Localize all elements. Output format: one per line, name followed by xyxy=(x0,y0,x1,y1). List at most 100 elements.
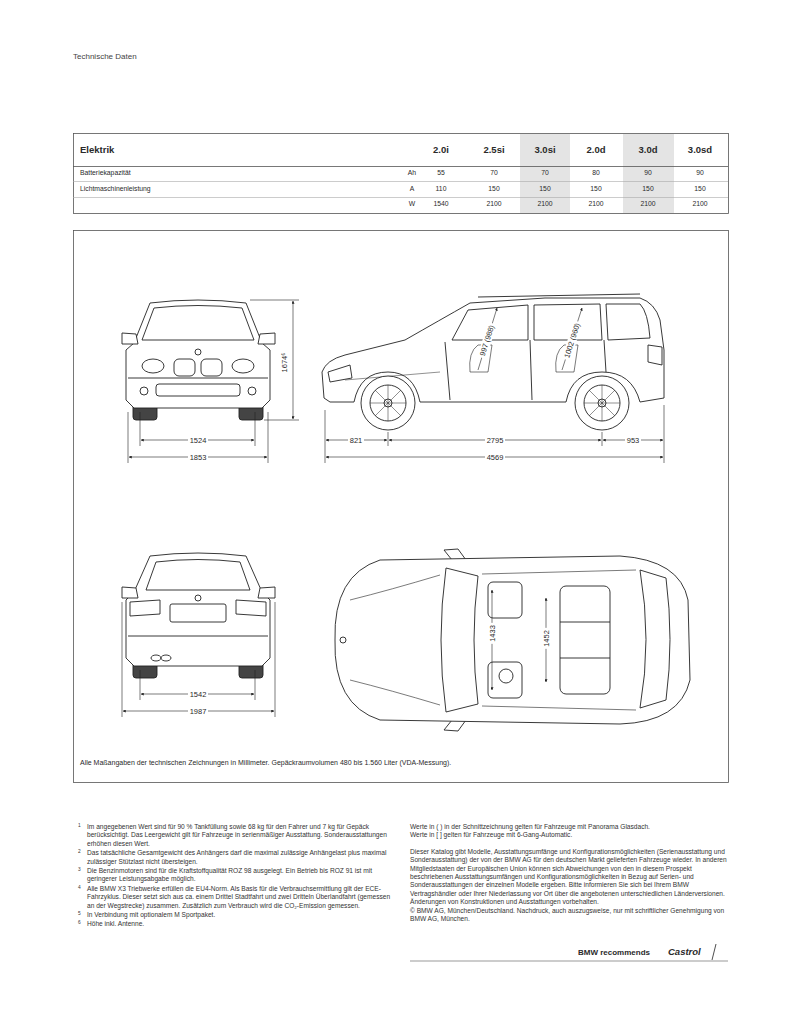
footnote-number: 2 xyxy=(78,849,87,866)
dimension-value: 1853 xyxy=(188,453,209,462)
side-dimensions-part xyxy=(325,410,326,463)
table-cell: 90 xyxy=(675,169,725,177)
unit-cell: A xyxy=(400,185,424,193)
data-table-part xyxy=(73,197,728,198)
rear-dimensions-part xyxy=(255,670,256,700)
side-dimensions-part xyxy=(664,405,665,463)
footnote-number: 3 xyxy=(78,867,87,884)
footnote: 3Die Benzinmotoren sind für die Kraftsto… xyxy=(78,867,398,884)
top-view xyxy=(335,549,690,731)
footnote-number: 5 xyxy=(78,911,87,919)
footnote: 2Das tatsächliche Gesamtgewicht des Anhä… xyxy=(78,849,398,866)
dimension-value: 1542 xyxy=(188,690,209,699)
front-view-part xyxy=(122,333,138,344)
side-view-part xyxy=(584,385,620,421)
table-cell: 1540 xyxy=(416,200,466,208)
front-view-part xyxy=(258,333,275,344)
table-cell: 150 xyxy=(571,185,621,193)
footnote: 6Höhe inkl. Antenne. xyxy=(78,920,398,928)
column-heading: 2.0d xyxy=(571,144,621,155)
legal-note: Werte in ( ) in der Schnittzeichnung gel… xyxy=(410,823,728,831)
dimension-value: 1452 xyxy=(542,628,551,649)
footnote-number: 1 xyxy=(78,823,87,848)
table-cell: 2100 xyxy=(571,200,621,208)
rear-view-part xyxy=(130,600,160,616)
rear-view-part xyxy=(126,553,270,666)
top-view-part xyxy=(350,575,440,705)
top-view-part xyxy=(640,570,670,708)
unit-cell: W xyxy=(400,200,424,208)
table-cell: 150 xyxy=(520,185,570,193)
side-view-part xyxy=(606,304,650,340)
front-view-part xyxy=(142,306,254,341)
data-table xyxy=(73,134,729,214)
castrol-mark xyxy=(712,944,716,960)
side-view-part xyxy=(648,345,662,365)
footnote-text: Alle BMW X3 Triebwerke erfüllen die EU4-… xyxy=(87,885,398,910)
rear-view-part xyxy=(151,655,161,661)
front-view-part xyxy=(174,359,195,376)
rear-dimensions xyxy=(122,602,275,717)
top-view-part xyxy=(488,582,522,618)
top-view-part xyxy=(482,570,636,710)
dimension-value: 1524 xyxy=(188,436,209,445)
top-view-part xyxy=(488,662,522,698)
side-dimensions-part xyxy=(602,432,603,446)
front-view-part xyxy=(140,387,148,395)
front-dimensions-part xyxy=(268,412,269,463)
front-view-part xyxy=(232,359,254,373)
front-view-part xyxy=(126,300,270,408)
table-cell: 70 xyxy=(520,169,570,177)
rear-view-part xyxy=(195,595,201,601)
data-table-part xyxy=(73,166,728,167)
footnote-text: Die Benzinmotoren sind für die Kraftstof… xyxy=(87,867,398,884)
footnote-text: In Verbindung mit optionalem M Sportpake… xyxy=(87,911,398,919)
table-cell: 2100 xyxy=(623,200,673,208)
rear-view-part xyxy=(146,560,250,591)
front-dimensions-part xyxy=(293,301,294,419)
column-heading: 3.0d xyxy=(623,144,673,155)
front-view-part xyxy=(128,378,268,379)
top-view-part xyxy=(340,637,346,643)
data-table-part xyxy=(623,134,674,213)
table-cell: 150 xyxy=(469,185,519,193)
side-dimensions xyxy=(325,308,664,463)
dimension-value: 4569 xyxy=(485,453,506,462)
side-view-part xyxy=(584,385,620,421)
footnote: 1Im angegebenen Wert sind für 90 % Tankf… xyxy=(78,823,398,848)
footnote-number: 6 xyxy=(78,920,87,928)
dimension-value: 953 xyxy=(625,436,642,445)
unit-cell: Ah xyxy=(400,169,424,177)
side-view-part xyxy=(530,340,532,400)
front-dimensions-part xyxy=(264,420,299,421)
column-heading: 2.0i xyxy=(416,144,466,155)
rear-dimensions-part xyxy=(275,602,276,717)
dimension-value: 1433 xyxy=(488,623,497,644)
top-view-part xyxy=(560,658,610,659)
rear-view-part xyxy=(258,587,275,598)
rear-dimensions-part xyxy=(122,602,123,717)
data-table-part xyxy=(520,134,570,213)
dimension-value: 1987 xyxy=(188,707,209,716)
table-cell: 2100 xyxy=(469,200,519,208)
footnote: 5In Verbindung mit optionalem M Sportpak… xyxy=(78,911,398,919)
rear-dimensions-part xyxy=(140,670,141,700)
side-view-part xyxy=(328,365,352,382)
rear-view-part xyxy=(128,636,268,637)
side-view-part xyxy=(534,304,602,340)
front-view xyxy=(122,300,275,420)
side-dimensions-part xyxy=(562,308,582,370)
table-cell: 80 xyxy=(571,169,621,177)
rear-view-part xyxy=(170,604,226,622)
front-dimensions-part xyxy=(140,412,141,446)
top-view-part xyxy=(499,669,513,683)
footnote-text: Höhe inkl. Antenne. xyxy=(87,920,398,928)
dimension-value: 2795 xyxy=(485,436,506,445)
dimension-value: 1674⁶ xyxy=(281,350,290,374)
side-view-part xyxy=(575,376,629,430)
table-cell: 150 xyxy=(675,185,725,193)
table-cell: 90 xyxy=(623,169,673,177)
legal-note: Dieser Katalog gibt Modelle, Ausstattung… xyxy=(410,848,728,907)
front-view-part xyxy=(195,349,201,355)
